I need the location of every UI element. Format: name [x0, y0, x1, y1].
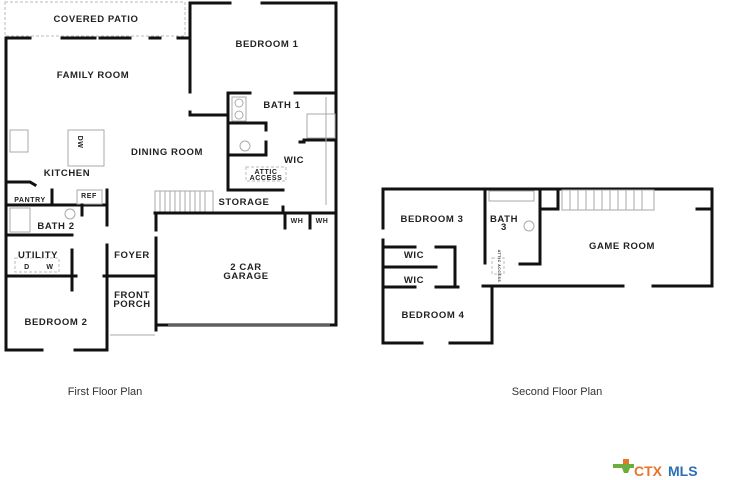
room-label-pantry: PANTRY [14, 197, 46, 204]
room-label-kitchen: KITCHEN [44, 168, 90, 179]
room-label-attic: ATTIC [254, 169, 277, 176]
attic-access-outline [245, 166, 287, 182]
room-label-garage-2: GARAGE [223, 271, 268, 282]
room-label-game-room: GAME ROOM [589, 241, 655, 252]
bath3-right-wall [518, 187, 542, 266]
room-label-bedroom3: BEDROOM 3 [401, 214, 464, 225]
water-heater-walls [283, 211, 312, 230]
room-label-bath3-1: BATH [490, 214, 518, 225]
bathtub [488, 190, 535, 202]
left-outer-wall [4, 36, 109, 352]
bedroom3-bottom-wall [381, 245, 457, 287]
room-label-storage: STORAGE [218, 197, 269, 208]
logo-text-mls: MLS [668, 463, 698, 479]
cooktop [9, 129, 29, 153]
kitchen-island [67, 129, 105, 167]
label-washer: W [46, 264, 53, 271]
room-label-covered-patio: COVERED PATIO [53, 14, 138, 25]
room-label-wh1: WH [291, 218, 304, 225]
room-label-porch: PORCH [113, 299, 150, 310]
washer-dryer-outline [14, 257, 60, 273]
bedroom1-outer-wall [188, 1, 338, 327]
first-floor-plan [4, 1, 338, 352]
upper-stairs [561, 189, 655, 211]
room-label-bedroom1: BEDROOM 1 [236, 39, 299, 50]
sink-icon [64, 208, 76, 220]
room-label-bath2: BATH 2 [37, 221, 74, 232]
room-label-upper-attic: ATTIC ACCESS [497, 250, 501, 283]
room-label-bedroom2: BEDROOM 2 [25, 317, 88, 328]
refrigerator [76, 189, 103, 205]
room-label-wic-b: WIC [404, 275, 424, 286]
bath1-left-wall [226, 91, 285, 192]
label-dryer: D [24, 264, 30, 271]
room-label-wic-a: WIC [404, 250, 424, 261]
room-label-dining-room: DINING ROOM [131, 147, 203, 158]
room-label-utility: UTILITY [18, 250, 58, 261]
upper-attic-outline [491, 257, 505, 275]
stairs [154, 190, 214, 213]
bath1-toilet-wall [226, 121, 268, 157]
game-room-notches [538, 187, 714, 211]
ctxmls-logo: CTX MLS [613, 459, 698, 479]
room-label-bedroom4: BEDROOM 4 [402, 310, 465, 321]
bath1-vanity [231, 96, 247, 122]
pantry-wall [4, 188, 109, 207]
room-label-wh2: WH [316, 218, 329, 225]
room-label-bath3-2: 3 [501, 222, 507, 233]
room-label-wic: WIC [284, 155, 304, 166]
room-label-ref: REF [81, 193, 97, 200]
label-dishwasher: DW [76, 136, 83, 149]
room-label-front: FRONT [114, 290, 150, 301]
room-label-garage-1: 2 CAR [230, 262, 262, 273]
room-label-foyer: FOYER [114, 250, 150, 261]
second-floor-caption: Second Floor Plan [512, 386, 603, 398]
upper-outer-wall [381, 187, 714, 288]
sink-icon [234, 98, 244, 108]
room-label-access: ACCESS [250, 175, 283, 182]
bathtub [9, 207, 31, 233]
upper-left-wall [381, 187, 494, 345]
wic-top-wall [298, 138, 338, 144]
toilet-icon [239, 140, 251, 152]
sink-icon [234, 110, 244, 120]
second-floor-plan [381, 187, 714, 345]
toilet-icon [523, 220, 535, 232]
bedroom1-left-wall [188, 1, 230, 117]
kitchen-wall [4, 180, 38, 188]
covered-patio-outline [4, 1, 186, 37]
first-floor-caption: First Floor Plan [68, 386, 143, 398]
shower [306, 113, 336, 139]
room-label-bath1: BATH 1 [263, 100, 300, 111]
room-label-family-room: FAMILY ROOM [57, 70, 130, 81]
logo-text-ctx: CTX [634, 463, 663, 479]
